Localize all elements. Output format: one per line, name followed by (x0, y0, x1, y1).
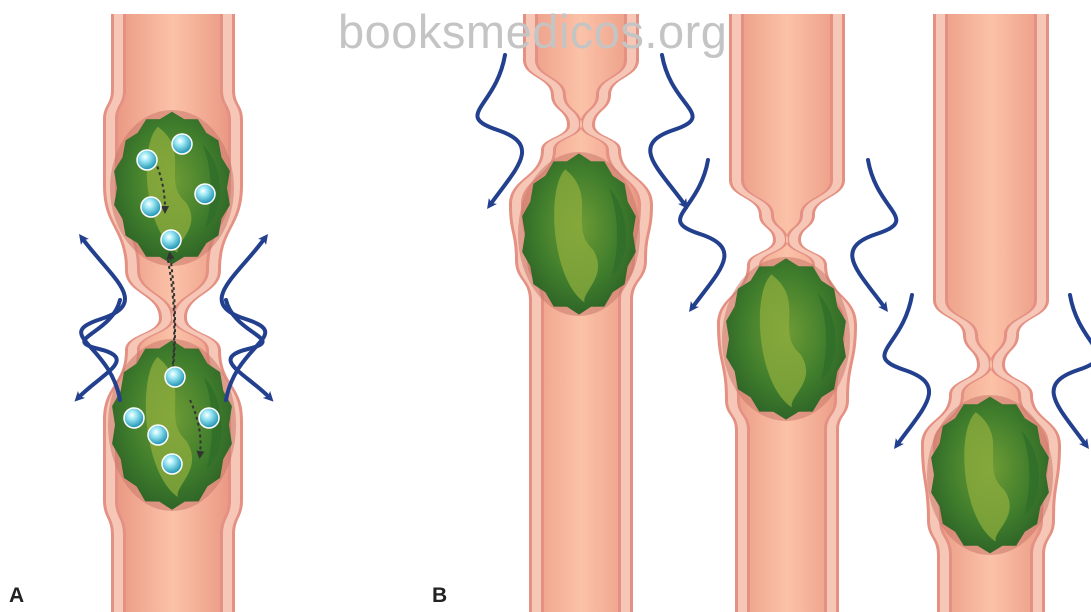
tube-a (103, 14, 243, 612)
particle-icon (199, 408, 219, 428)
contraction-arrow-icon (852, 160, 896, 308)
contraction-arrow-icon (650, 55, 692, 205)
contraction-arrow-icon (884, 295, 929, 445)
particle-icon (161, 230, 181, 250)
particle-icon (172, 134, 192, 154)
particle-icon (141, 197, 161, 217)
tube-a-lumen (118, 14, 228, 612)
particle-icon (148, 425, 168, 445)
panel-label-a: A (9, 584, 24, 608)
particle-icon (195, 184, 215, 204)
particle-icon (124, 408, 144, 428)
contraction-arrow-icon (1054, 295, 1091, 445)
particle-icon (165, 367, 185, 387)
bolus-b2 (722, 257, 850, 421)
contraction-arrow-icon (477, 55, 522, 205)
watermark: booksmedicos.org (338, 4, 727, 59)
bolus-b3 (927, 395, 1053, 555)
bolus-b1 (518, 152, 640, 316)
particle-icon (137, 150, 157, 170)
panel-label-b: B (432, 584, 447, 608)
contraction-arrow-icon (680, 160, 724, 308)
particle-icon (162, 454, 182, 474)
